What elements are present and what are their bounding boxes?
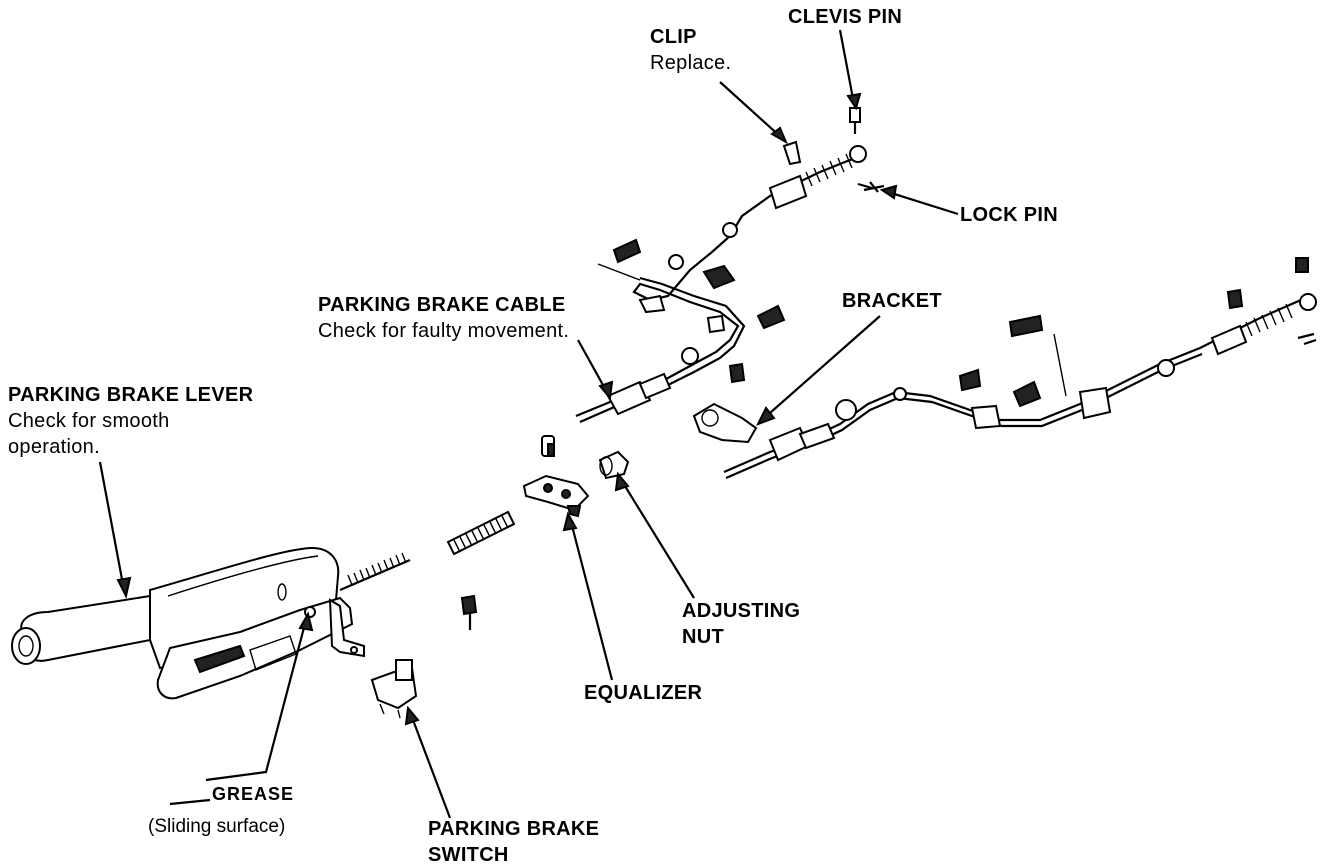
clip-note: Replace.: [650, 52, 732, 74]
bolt: [460, 594, 478, 630]
label-clip: CLIP Replace.: [650, 24, 731, 76]
equalizer: [522, 435, 590, 518]
parking-brake-lever-title: PARKING BRAKE LEVER: [8, 384, 254, 406]
parking-brake-switch-line2: SWITCH: [428, 844, 509, 866]
return-spring: [446, 510, 516, 556]
right-parking-brake-cable: [692, 293, 1317, 480]
clevis-pin: [849, 107, 861, 134]
leader-arrows: [98, 29, 959, 819]
parking-brake-cable-title: PARKING BRAKE CABLE: [318, 294, 566, 316]
lock-pin-title: LOCK PIN: [960, 204, 1058, 226]
adjusting-nut: [598, 450, 630, 480]
grease-note: (Sliding surface): [148, 816, 286, 837]
lock-pin: [857, 181, 885, 193]
parking-brake-lever: [11, 546, 411, 700]
bracket-title: BRACKET: [842, 290, 942, 312]
parking-brake-lever-note-2: operation.: [8, 436, 100, 458]
clip: [782, 140, 802, 166]
label-parking-brake-cable: PARKING BRAKE CABLE Check for faulty mov…: [318, 292, 569, 344]
label-adjusting-nut: ADJUSTING NUT: [682, 598, 800, 650]
label-parking-brake-lever: PARKING BRAKE LEVER Check for smooth ope…: [8, 382, 253, 460]
parking-brake-cable-note: Check for faulty movement.: [318, 320, 570, 342]
adjusting-nut-line1: ADJUSTING: [682, 600, 801, 622]
label-lock-pin: LOCK PIN: [960, 202, 1058, 228]
mounting-bolts: [547, 238, 1309, 457]
equalizer-title: EQUALIZER: [584, 682, 703, 704]
parking-brake-switch: [370, 659, 418, 719]
clip-title: CLIP: [650, 26, 697, 48]
parking-brake-lever-note-1: Check for smooth: [8, 410, 170, 432]
grease-title: GREASE: [212, 784, 295, 804]
label-equalizer: EQUALIZER: [584, 680, 702, 706]
label-parking-brake-switch: PARKING BRAKE SWITCH: [428, 816, 599, 868]
label-clevis-pin: CLEVIS PIN: [788, 4, 902, 30]
adjusting-nut-line2: NUT: [682, 626, 725, 648]
clevis-pin-title: CLEVIS PIN: [788, 6, 903, 28]
parking-brake-switch-line1: PARKING BRAKE: [428, 818, 600, 840]
left-parking-brake-cable: [575, 145, 867, 424]
label-bracket: BRACKET: [842, 288, 942, 314]
